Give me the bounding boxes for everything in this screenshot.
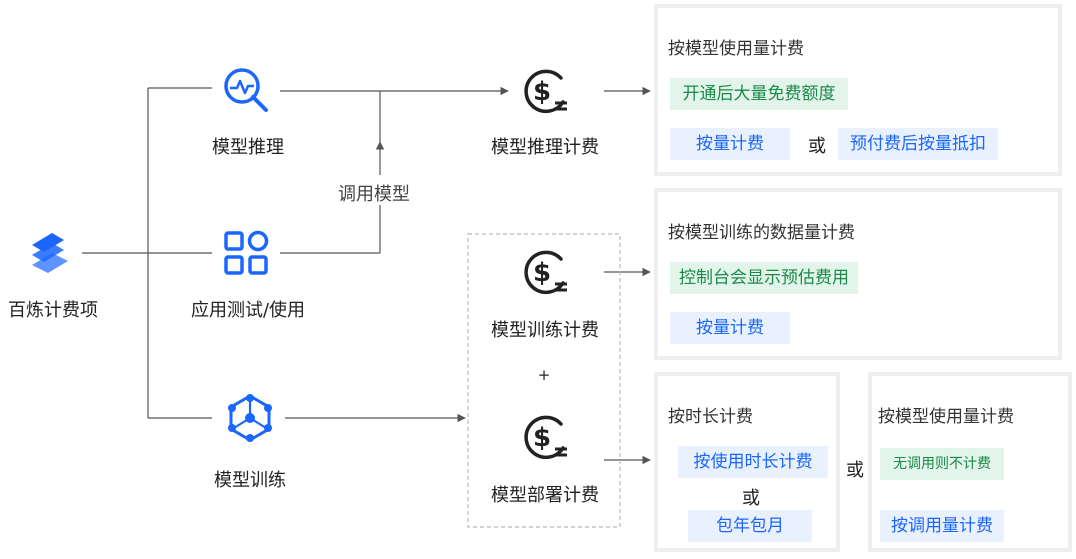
bailian-logo-icon [22, 225, 78, 281]
panel-inference-title: 按模型使用量计费 [668, 39, 804, 59]
panel-inference: 按模型使用量计费 开通后大量免费额度 按量计费 或 预付费后按量抵扣 [654, 4, 1062, 176]
panel-training: 按模型训练的数据量计费 控制台会显示预估费用 按量计费 [654, 188, 1062, 360]
panel-deploy-usage-title: 按模型使用量计费 [878, 407, 1014, 427]
panel-inference-option2: 预付费后按量抵扣 [838, 128, 998, 160]
panel-deploy-time: 按时长计费 按使用时长计费 或 包年包月 [654, 372, 840, 552]
dollar-coin-icon: $ [517, 410, 573, 466]
svg-text:$: $ [533, 258, 551, 288]
model-network-icon [222, 390, 278, 446]
svg-text:$: $ [533, 77, 551, 107]
dollar-coin-icon: $ [517, 245, 573, 301]
panel-deploy-usage-highlight: 无调用则不计费 [880, 448, 1004, 480]
panel-training-highlight: 控制台会显示预估费用 [670, 262, 858, 294]
training-deploy-group-box [467, 233, 621, 528]
panel-deploy-time-or: 或 [742, 488, 760, 509]
app-grid-icon [218, 225, 274, 281]
billing-training-label: 模型训练计费 [491, 320, 599, 341]
panel-training-option1: 按量计费 [670, 312, 790, 344]
panel-training-title: 按模型训练的数据量计费 [668, 223, 855, 243]
billing-inference-label: 模型推理计费 [491, 137, 599, 158]
panel-deploy-usage: 按模型使用量计费 无调用则不计费 按调用量计费 [868, 372, 1072, 552]
call-model-label: 调用模型 [338, 184, 410, 205]
search-pulse-icon [218, 62, 274, 118]
panel-deploy-time-option1: 按使用时长计费 [678, 446, 828, 478]
plus-sign: + [537, 366, 551, 384]
panel-deploy-usage-option1: 按调用量计费 [880, 510, 1004, 542]
panel-inference-option1: 按量计费 [670, 128, 790, 160]
usage-training-label: 模型训练 [214, 470, 286, 491]
panel-deploy-time-title: 按时长计费 [668, 407, 753, 427]
usage-app-label: 应用测试/使用 [190, 300, 306, 321]
svg-text:$: $ [533, 423, 551, 453]
panel-deploy-time-option2: 包年包月 [688, 510, 812, 542]
dollar-coin-icon: $ [517, 64, 573, 120]
panel-inference-or: 或 [808, 136, 826, 157]
panel-inference-highlight: 开通后大量免费额度 [670, 78, 848, 110]
root-label: 百炼计费项 [8, 300, 98, 321]
deploy-between-or: 或 [846, 460, 864, 481]
billing-deployment-label: 模型部署计费 [491, 485, 599, 506]
usage-inference-label: 模型推理 [212, 137, 284, 158]
